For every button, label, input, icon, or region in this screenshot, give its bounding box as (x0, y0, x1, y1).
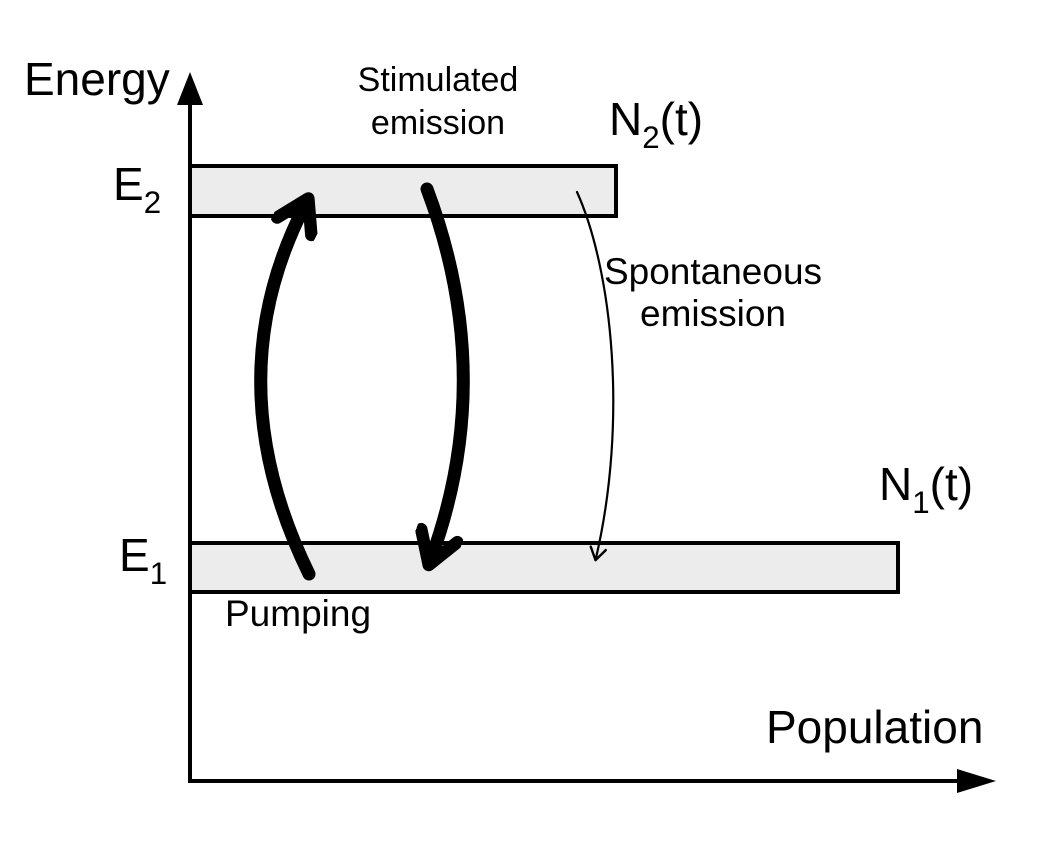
lower-population-label: N1(t) (879, 458, 974, 518)
lower-level-label: E1 (119, 529, 167, 589)
stimulated-emission-label: Stimulated emission (327, 59, 549, 145)
spontaneous-emission-label-line1: Spontaneous (603, 251, 823, 292)
x-axis-label-text: Population (766, 701, 984, 753)
y-axis-label: Energy (24, 55, 170, 103)
upper-level-label-sub: 2 (143, 185, 162, 221)
upper-population-label-base: N (609, 93, 643, 145)
upper-level-population-bar (188, 164, 618, 218)
lower-population-label-base: N (879, 458, 913, 510)
pumping-label-text: Pumping (225, 593, 372, 634)
y-axis-arrowhead-icon (177, 72, 203, 105)
pumping-label: Pumping (225, 593, 372, 634)
y-axis-label-text: Energy (24, 53, 170, 105)
stimulated-emission-arrow (427, 182, 470, 556)
stimulated-emission-label-line1: Stimulated (357, 61, 519, 99)
stimulated-emission-label-line2: emission (370, 104, 506, 142)
x-axis-arrowhead-icon (957, 769, 996, 793)
lower-population-label-sub: 1 (912, 485, 930, 521)
upper-population-label: N2(t) (609, 93, 704, 153)
upper-population-label-sub: 2 (642, 120, 660, 156)
upper-population-label-suffix: (t) (659, 93, 704, 145)
spontaneous-emission-arrow (575, 190, 615, 562)
lower-level-label-base: E (119, 529, 150, 581)
x-axis-label: Population (766, 703, 983, 751)
spontaneous-emission-label: Spontaneous emission (596, 251, 830, 335)
pumping-arrow (254, 207, 309, 581)
lower-population-label-suffix: (t) (929, 458, 974, 510)
lower-level-label-sub: 1 (149, 556, 168, 592)
upper-level-label-base: E (113, 158, 144, 210)
upper-level-label: E2 (113, 158, 161, 218)
spontaneous-emission-label-line2: emission (640, 293, 786, 334)
